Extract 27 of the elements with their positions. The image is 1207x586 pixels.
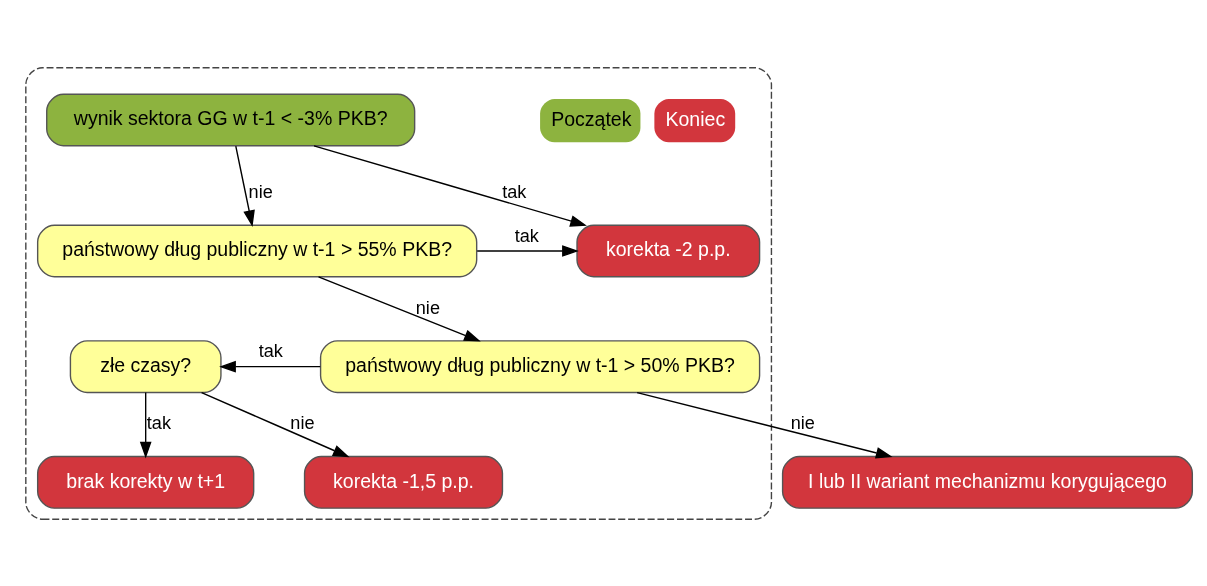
node-box: wynik sektora GG w t-1 < -3% PKB?: [46, 93, 416, 146]
edge-label: tak: [514, 225, 539, 246]
legend-label: Początek: [551, 107, 632, 130]
edge-label: nie: [790, 412, 815, 433]
arrow: [200, 391, 350, 457]
node-box: państwowy dług publiczny w t-1 > 55% PKB?: [36, 224, 478, 277]
arrow: [313, 144, 587, 227]
edge-label: nie: [248, 181, 273, 202]
arrow: [476, 244, 579, 257]
edge-label: tak: [258, 340, 283, 361]
edge-label: tak: [502, 181, 527, 202]
arrow: [636, 391, 893, 459]
arrow: [139, 391, 152, 459]
node-box: korekta -2 p.p.: [576, 224, 761, 277]
node-box: I lub II wariant mechanizmu korygującego: [781, 455, 1194, 509]
cluster: [25, 66, 773, 520]
arrow: [235, 144, 255, 227]
node-box: korekta -1,5 p.p.: [303, 455, 504, 509]
arrow: [317, 275, 481, 342]
node-box: brak korekty w t+1: [36, 455, 255, 509]
node-box: złe czasy?: [69, 339, 222, 393]
edge-label: nie: [415, 297, 440, 318]
node-box: państwowy dług publiczny w t-1 > 50% PKB?: [319, 339, 761, 393]
legend-label: Koniec: [665, 107, 726, 130]
arrow: [219, 360, 321, 373]
edge-label: nie: [290, 412, 315, 433]
edge-label: tak: [146, 412, 171, 433]
